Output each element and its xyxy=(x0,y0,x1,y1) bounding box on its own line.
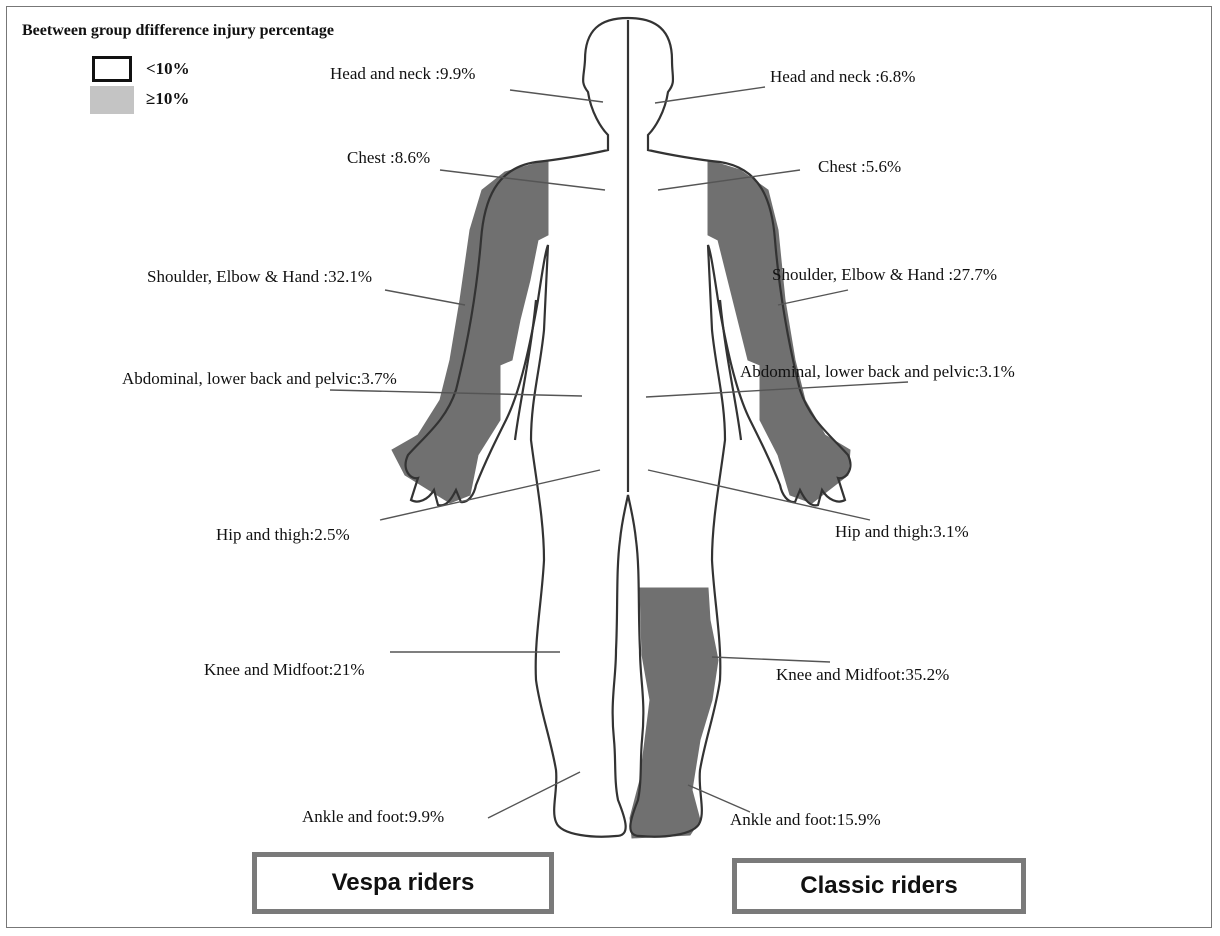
leader-classic-knee xyxy=(712,657,830,662)
vespa-label-head-neck: Head and neck :9.9% xyxy=(330,64,475,84)
classic-label-ankle-foot: Ankle and foot:15.9% xyxy=(730,810,881,830)
classic-label-chest: Chest :5.6% xyxy=(818,157,901,177)
vespa-label-shoulder-elbow-hand: Shoulder, Elbow & Hand :32.1% xyxy=(147,267,372,287)
leader-classic-head xyxy=(655,87,765,103)
vespa-label-ankle-foot: Ankle and foot:9.9% xyxy=(302,807,444,827)
leader-classic-arm xyxy=(778,290,848,305)
classic-label-hip-thigh: Hip and thigh:3.1% xyxy=(835,522,969,542)
vespa-label-knee-midfoot: Knee and Midfoot:21% xyxy=(204,660,365,680)
leader-vespa-arm xyxy=(385,290,465,305)
legend-label-low: <10% xyxy=(146,59,190,79)
leader-vespa-ankle xyxy=(488,772,580,818)
classic-label-shoulder-elbow-hand: Shoulder, Elbow & Hand :27.7% xyxy=(772,265,997,285)
vespa-label-hip-thigh: Hip and thigh:2.5% xyxy=(216,525,350,545)
legend-swatch-high xyxy=(90,86,134,114)
legend-swatch-low xyxy=(92,56,132,82)
classic-label-knee-midfoot: Knee and Midfoot:35.2% xyxy=(776,665,949,685)
vespa-label-chest: Chest :8.6% xyxy=(347,148,430,168)
classic-label-abdominal: Abdominal, lower back and pelvic:3.1% xyxy=(740,362,1015,382)
classic-label-head-neck: Head and neck :6.8% xyxy=(770,67,915,87)
classic-arm-shaded xyxy=(708,160,850,503)
legend-label-high: ≥10% xyxy=(146,89,189,109)
group-label-vespa: Vespa riders xyxy=(252,852,554,914)
vespa-arm-shaded xyxy=(392,160,548,503)
legend-title: Beetween group dfifference injury percen… xyxy=(22,22,334,40)
vespa-label-abdominal: Abdominal, lower back and pelvic:3.7% xyxy=(122,369,397,389)
group-label-classic: Classic riders xyxy=(732,858,1026,914)
